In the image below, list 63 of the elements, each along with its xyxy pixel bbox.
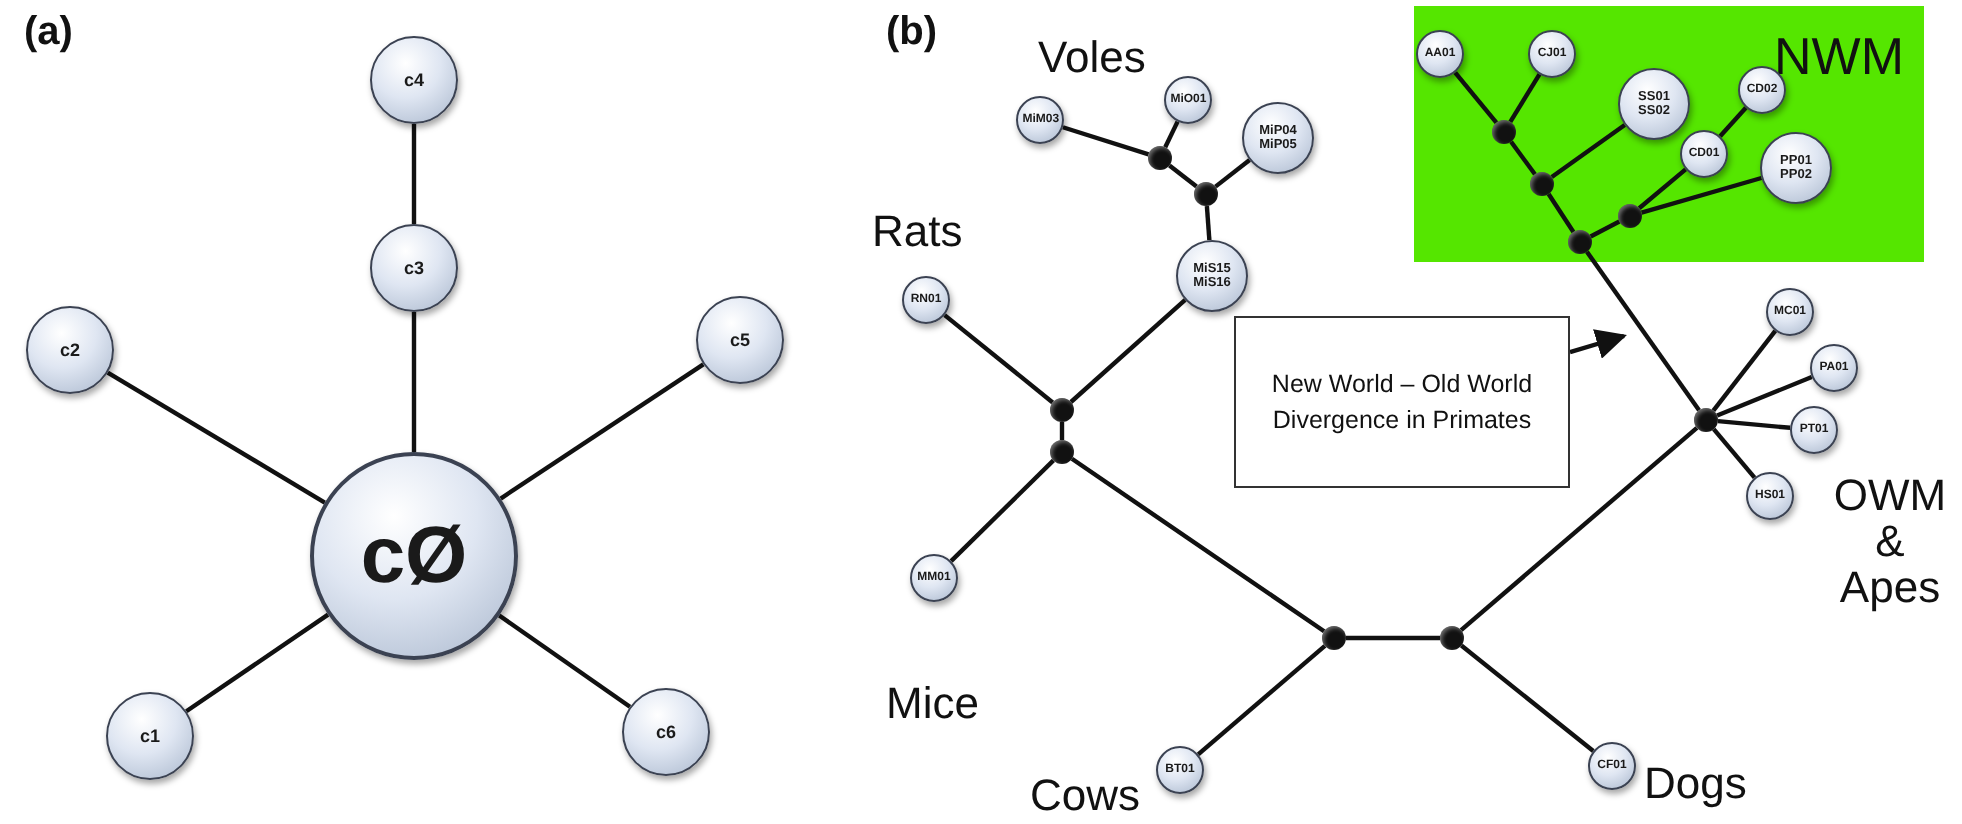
branch-line bbox=[943, 313, 1055, 405]
group-label: Cows bbox=[1030, 772, 1141, 819]
sample-node-circle: c1 bbox=[106, 692, 194, 780]
junction-dot bbox=[1530, 172, 1554, 196]
branch-line bbox=[1718, 106, 1748, 138]
group-label: Mice bbox=[886, 680, 979, 727]
junction-dot bbox=[1050, 440, 1074, 464]
branch-line bbox=[1509, 140, 1537, 176]
branch-line bbox=[1062, 125, 1150, 157]
branch-line bbox=[1070, 456, 1326, 634]
panel-label: (a) bbox=[24, 12, 73, 54]
sample-node-circle: c5 bbox=[696, 296, 784, 384]
highlight-panel bbox=[1414, 6, 1924, 262]
sample-node-circle: c3 bbox=[370, 224, 458, 312]
branch-line bbox=[1546, 192, 1576, 234]
branch-line bbox=[1459, 426, 1699, 632]
branch-line bbox=[1637, 167, 1687, 210]
branch-line bbox=[1589, 219, 1621, 239]
junction-dot bbox=[1322, 626, 1346, 650]
branch-line bbox=[1585, 250, 1701, 412]
branch-line bbox=[1204, 205, 1212, 241]
branch-line bbox=[1214, 158, 1251, 189]
junction-dot bbox=[1148, 146, 1172, 170]
branch-line bbox=[1716, 375, 1813, 418]
branch-line bbox=[1717, 418, 1791, 430]
branch-line bbox=[1163, 120, 1180, 149]
callout-box: New World – Old World Divergence in Primates bbox=[1234, 316, 1570, 488]
branch-line bbox=[499, 362, 705, 501]
sample-node-circle: c6 bbox=[622, 688, 710, 776]
branch-line bbox=[1550, 123, 1626, 179]
branch-line bbox=[185, 612, 330, 714]
junction-dot bbox=[1568, 230, 1592, 254]
junction-dot bbox=[1492, 120, 1516, 144]
branch-line bbox=[1712, 427, 1757, 480]
sample-node-circle: c2 bbox=[26, 306, 114, 394]
branch-line bbox=[1168, 163, 1198, 189]
group-label: Voles bbox=[1038, 34, 1146, 81]
branch-line bbox=[411, 312, 417, 452]
hub-node-circle: cØ bbox=[310, 452, 518, 660]
branch-line bbox=[949, 458, 1055, 563]
branch-line bbox=[1059, 422, 1065, 440]
branch-line bbox=[1069, 298, 1187, 404]
branch-line bbox=[1196, 644, 1327, 757]
junction-dot bbox=[1194, 182, 1218, 206]
branch-line bbox=[1453, 71, 1499, 125]
group-label: Rats bbox=[872, 208, 963, 255]
branch-line bbox=[106, 370, 326, 505]
branch-line bbox=[1346, 635, 1440, 641]
branch-line bbox=[498, 613, 632, 709]
branch-line bbox=[1711, 329, 1777, 412]
branch-line bbox=[1460, 643, 1595, 753]
junction-dot bbox=[1618, 204, 1642, 228]
arrow bbox=[1569, 329, 1627, 359]
junction-dot bbox=[1694, 408, 1718, 432]
group-label: Dogs bbox=[1644, 760, 1747, 807]
junction-dot bbox=[1440, 626, 1464, 650]
junction-dot bbox=[1050, 398, 1074, 422]
branch-line bbox=[1508, 73, 1542, 123]
sample-node-circle: c4 bbox=[370, 36, 458, 124]
branch-line bbox=[1640, 175, 1763, 215]
group-label: OWM & Apes bbox=[1831, 472, 1949, 611]
panel-label: (b) bbox=[886, 12, 938, 54]
branch-line bbox=[411, 124, 417, 224]
